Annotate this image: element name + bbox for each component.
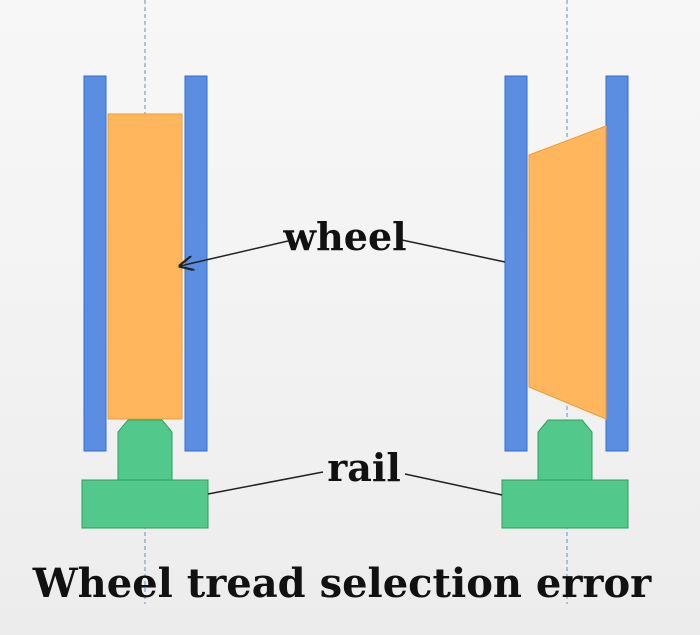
left-wheel-assembly bbox=[81, 0, 209, 604]
right-rail-head bbox=[537, 419, 593, 481]
right-inner-side-plate bbox=[605, 75, 629, 452]
left-rail-base bbox=[81, 479, 209, 529]
right-rail-base bbox=[501, 479, 629, 529]
left-wheel-body bbox=[107, 113, 183, 420]
left-outer-side-plate bbox=[83, 75, 107, 452]
right-outer-side-plate bbox=[504, 75, 528, 452]
right-wheel-assembly bbox=[501, 0, 629, 604]
diagram-caption: Wheel tread selection error bbox=[32, 560, 652, 607]
rail-leader-line-left bbox=[207, 471, 324, 495]
wheel-label: wheel bbox=[282, 214, 406, 259]
rail-leader-line-right bbox=[404, 473, 503, 496]
wheel-leader-line-right bbox=[401, 239, 506, 263]
wheel-leader-arrow-left bbox=[180, 240, 289, 266]
rail-label: rail bbox=[327, 445, 401, 490]
left-rail-head bbox=[117, 419, 173, 481]
right-tapered-wheel-body bbox=[528, 125, 607, 420]
